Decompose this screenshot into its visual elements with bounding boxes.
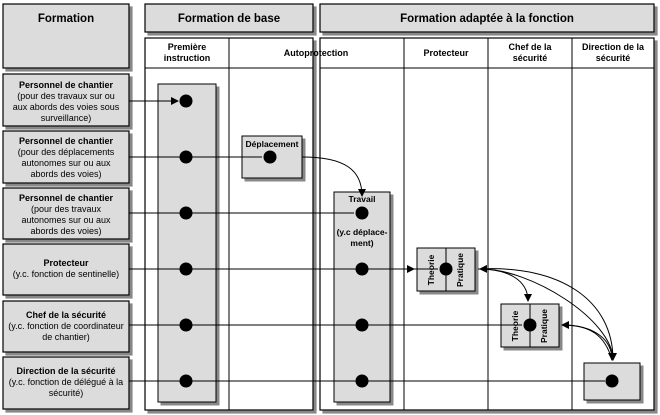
svg-text:Protecteur: Protecteur <box>43 258 89 268</box>
travail-label: Travail <box>349 194 376 204</box>
travail-note-2: ment) <box>350 238 373 248</box>
svg-text:(pour des travaux sur ou: (pour des travaux sur ou <box>17 91 115 101</box>
dot-r1-premiere <box>179 94 193 108</box>
row-label-1: Personnel de chantier (pour des travaux … <box>2 73 130 127</box>
svg-text:(pour des déplacements: (pour des déplacements <box>18 147 115 157</box>
dot-r6-travail <box>355 374 369 388</box>
column-header-chef-securite: Chef de la sécurité <box>508 42 552 63</box>
chef-theorie-label: Theorie <box>510 310 520 341</box>
row-label-4: Protecteur (y.c. fonction de sentinelle) <box>2 243 130 296</box>
svg-text:(pour des travaux: (pour des travaux <box>31 204 102 214</box>
deplacement-label: Déplacement <box>246 139 299 149</box>
header-formation-adaptee: Formation adaptée à la fonction <box>319 3 655 33</box>
svg-text:Direction de la sécurité: Direction de la sécurité <box>16 366 115 376</box>
svg-text:Personnel de chantier: Personnel de chantier <box>19 80 114 90</box>
svg-text:(y.c. fonction de coordinateur: (y.c. fonction de coordinateur <box>8 321 123 331</box>
header-formation-label: Formation <box>38 13 94 25</box>
dot-r6-direction <box>605 374 619 388</box>
svg-text:autonomes sur ou aux: autonomes sur ou aux <box>21 215 111 225</box>
svg-text:aux abords des voies sous: aux abords des voies sous <box>13 102 120 112</box>
column-header-premiere-instruction: Première instruction <box>164 42 211 63</box>
svg-text:sécurité): sécurité) <box>49 388 84 398</box>
dot-r2-premiere <box>179 150 193 164</box>
svg-text:Personnel de chantier: Personnel de chantier <box>19 193 114 203</box>
header-formation-de-base-label: Formation de base <box>178 13 280 25</box>
svg-text:(y.c. fonction de délégué à la: (y.c. fonction de délégué à la <box>9 377 123 387</box>
protecteur-theorie-label: Theorie <box>426 254 436 285</box>
dot-r4-premiere <box>179 262 193 276</box>
svg-text:sécurité: sécurité <box>596 53 631 63</box>
svg-text:abords des voies): abords des voies) <box>30 226 101 236</box>
column-header-direction-securite: Direction de la sécurité <box>582 42 645 63</box>
dot-r3-travail <box>355 206 369 220</box>
svg-text:autonomes sur ou aux: autonomes sur ou aux <box>21 158 111 168</box>
row-label-3: Personnel de chantier (pour des travaux … <box>2 187 130 240</box>
dot-r5-chef <box>523 318 537 332</box>
svg-text:Personnel de chantier: Personnel de chantier <box>19 136 114 146</box>
svg-text:Direction de la: Direction de la <box>582 42 645 52</box>
row-label-6: Direction de la sécurité (y.c. fonction … <box>2 356 130 410</box>
header-formation-de-base: Formation de base <box>144 3 314 33</box>
svg-text:Chef de la: Chef de la <box>508 42 552 52</box>
dot-r6-premiere <box>179 374 193 388</box>
dot-r2-deplacement <box>263 150 277 164</box>
dot-r5-travail <box>355 318 369 332</box>
dot-r3-premiere <box>179 206 193 220</box>
column-header-autoprotection: Autoprotection <box>284 48 349 58</box>
svg-text:sécurité: sécurité <box>513 53 548 63</box>
chef-pratique-label: Pratique <box>539 309 549 343</box>
dot-r4-protecteur <box>439 262 453 276</box>
svg-text:instruction: instruction <box>164 53 211 63</box>
column-header-protecteur: Protecteur <box>423 48 469 58</box>
row-label-2: Personnel de chantier (pour des déplacem… <box>2 130 130 184</box>
dot-r4-travail <box>355 262 369 276</box>
protecteur-pratique-label: Pratique <box>455 253 465 287</box>
svg-text:Chef de la sécurité: Chef de la sécurité <box>26 310 106 320</box>
header-formation: Formation <box>2 3 130 69</box>
travail-box: Travail (y.c déplace- ment) <box>333 191 391 403</box>
svg-text:Autoprotection: Autoprotection <box>284 48 349 58</box>
svg-text:abords des voies): abords des voies) <box>30 169 101 179</box>
svg-text:Première: Première <box>168 42 207 52</box>
dot-r5-premiere <box>179 318 193 332</box>
header-formation-adaptee-label: Formation adaptée à la fonction <box>400 13 574 25</box>
svg-text:de chantier): de chantier) <box>42 332 90 342</box>
travail-note-1: (y.c déplace- <box>337 227 388 237</box>
svg-text:(y.c. fonction de sentinelle): (y.c. fonction de sentinelle) <box>13 269 119 279</box>
flow-arrows <box>301 156 617 361</box>
premiere-instruction-bar <box>157 83 217 403</box>
svg-text:surveillance): surveillance) <box>41 113 92 123</box>
svg-text:Protecteur: Protecteur <box>423 48 469 58</box>
row-label-5: Chef de la sécurité (y.c. fonction de co… <box>2 300 130 353</box>
dots <box>179 94 619 388</box>
